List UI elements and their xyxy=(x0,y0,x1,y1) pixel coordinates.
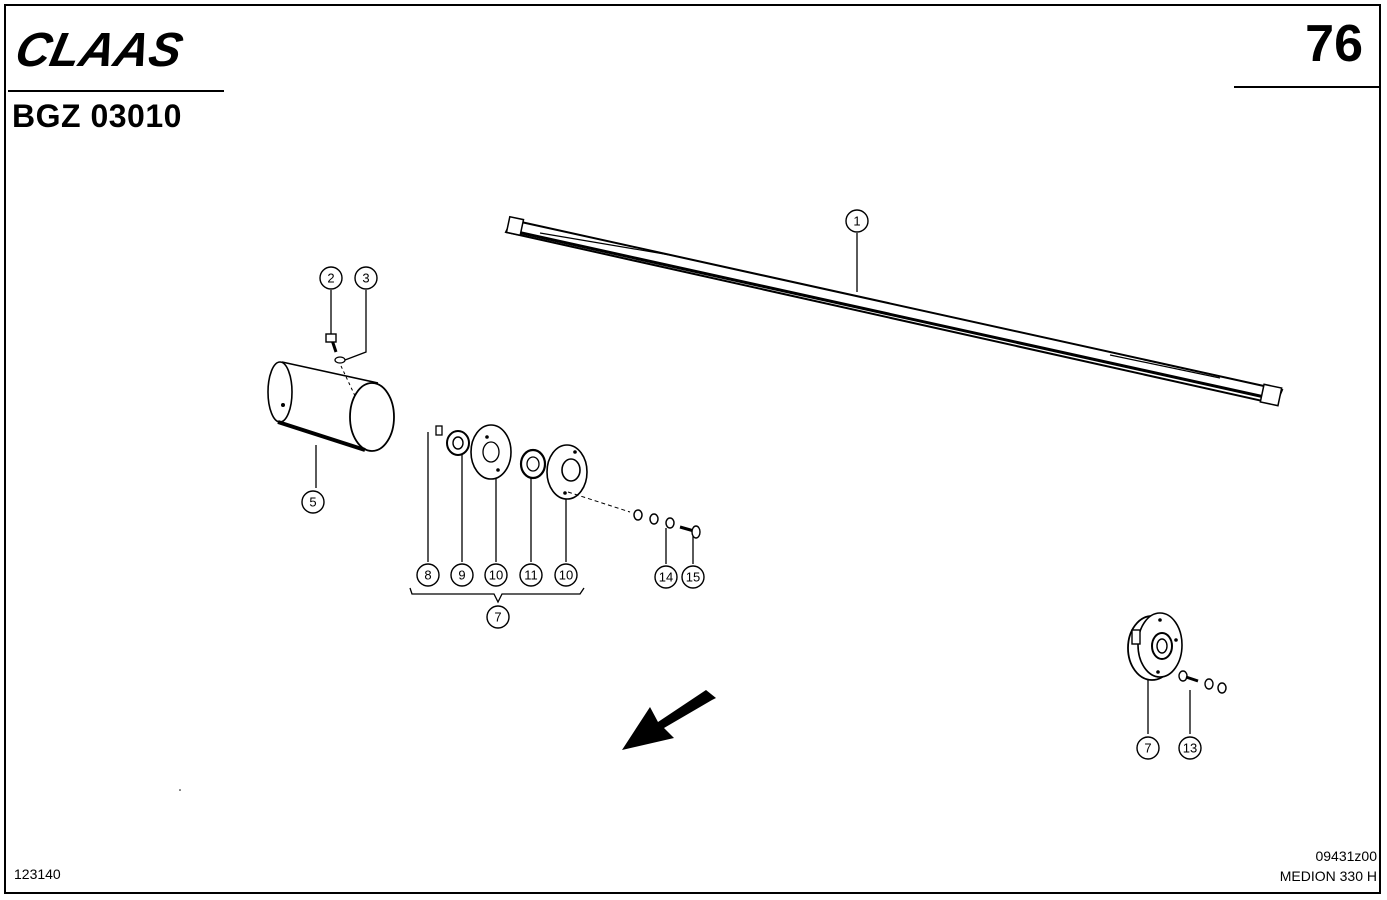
svg-text:7: 7 xyxy=(494,610,501,625)
svg-text:9: 9 xyxy=(458,568,465,583)
footer-left-code: 123140 xyxy=(14,866,61,882)
svg-text:13: 13 xyxy=(1183,741,1197,756)
callout-7-group: 7 xyxy=(486,605,510,629)
svg-text:5: 5 xyxy=(309,495,316,510)
svg-text:7: 7 xyxy=(1144,741,1151,756)
header-rule-left xyxy=(8,90,224,92)
svg-text:14: 14 xyxy=(659,570,673,585)
callout-15: 15 xyxy=(681,565,705,589)
svg-text:8: 8 xyxy=(424,568,431,583)
sleeve-part xyxy=(267,361,395,488)
callout-7-flange: 7 xyxy=(1136,736,1160,760)
callout-3: 3 xyxy=(354,266,378,290)
document-code: BGZ 03010 xyxy=(12,98,182,134)
callout-11: 11 xyxy=(519,563,543,587)
svg-text:1: 1 xyxy=(853,214,860,229)
flange-bearing-assembly xyxy=(1127,612,1227,734)
callout-13: 13 xyxy=(1178,736,1202,760)
svg-text:CLAAS: CLAAS xyxy=(14,24,187,72)
callout-1: 1 xyxy=(845,209,869,233)
bearing-group xyxy=(409,424,701,604)
svg-text:11: 11 xyxy=(524,568,538,583)
svg-text:10: 10 xyxy=(489,568,503,583)
drawing-code: 09431z00 xyxy=(1315,848,1377,864)
header-rule-right xyxy=(1234,86,1380,88)
model-name: MEDION 330 H xyxy=(1279,868,1377,884)
svg-text:15: 15 xyxy=(686,570,700,585)
callout-2: 2 xyxy=(319,266,343,290)
svg-text:2: 2 xyxy=(327,271,334,286)
callout-5: 5 xyxy=(301,490,325,514)
bolt-and-washer-2-3 xyxy=(325,290,367,399)
shaft-part xyxy=(504,215,1284,407)
callout-10b: 10 xyxy=(554,563,578,587)
svg-text:10: 10 xyxy=(559,568,573,583)
callout-10a: 10 xyxy=(484,563,508,587)
callout-8: 8 xyxy=(416,563,440,587)
page-number: 76 xyxy=(1305,15,1363,73)
speck xyxy=(179,789,181,791)
callout-14: 14 xyxy=(654,565,678,589)
page-frame xyxy=(4,4,1381,894)
svg-text:3: 3 xyxy=(362,271,369,286)
claas-logo: CLAAS xyxy=(14,24,187,72)
direction-arrow xyxy=(622,690,716,750)
callout-9: 9 xyxy=(450,563,474,587)
